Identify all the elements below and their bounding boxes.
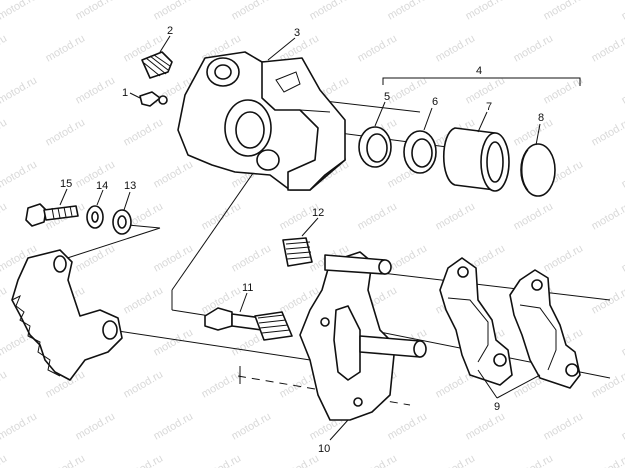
watermark-text: motod.ru <box>512 200 556 232</box>
watermark-text: motod.ru <box>0 284 9 316</box>
callout-6: 6 <box>432 96 438 108</box>
piston <box>444 128 509 191</box>
watermark-text: motod.ru <box>590 368 625 400</box>
watermark-text: motod.ru <box>512 116 556 148</box>
watermark-text: motod.ru <box>512 32 556 64</box>
callout-4: 4 <box>476 65 482 77</box>
watermark-text: motod.ru <box>386 74 430 106</box>
watermark-text: motod.ru <box>0 452 9 468</box>
callout-1: 1 <box>122 87 128 99</box>
callout-12: 12 <box>312 207 324 219</box>
watermark-text: motod.ru <box>542 0 586 23</box>
piston-seal-outer <box>359 127 391 167</box>
callout-8: 8 <box>538 112 544 124</box>
watermark-text: motod.ru <box>152 242 196 274</box>
watermark-text: motod.ru <box>542 74 586 106</box>
callout-13: 13 <box>124 180 136 192</box>
callout-7: 7 <box>486 101 492 113</box>
watermark-text: motod.ru <box>356 200 400 232</box>
watermark-text: motod.ru <box>0 158 39 190</box>
callout-10: 10 <box>318 443 330 455</box>
watermark-text: motod.ru <box>152 410 196 442</box>
watermark-text: motod.ru <box>620 326 625 358</box>
watermark-text: motod.ru <box>356 32 400 64</box>
callout-3: 3 <box>294 27 300 39</box>
watermark-text: motod.ru <box>590 32 625 64</box>
watermark-text: motod.ru <box>230 410 274 442</box>
watermark-text: motod.ru <box>386 0 430 23</box>
watermark-text: motod.ru <box>152 326 196 358</box>
watermark-text: motod.ru <box>386 410 430 442</box>
watermark-text: motod.ru <box>152 158 196 190</box>
watermark-text: motod.ru <box>200 200 244 232</box>
watermark-text: motod.ru <box>200 452 244 468</box>
piston-seal-inner <box>404 131 436 173</box>
watermark-text: motod.ru <box>74 410 118 442</box>
washer-flat <box>113 210 131 234</box>
watermark-text: motod.ru <box>0 0 39 23</box>
watermark-text: motod.ru <box>74 242 118 274</box>
watermark-text: motod.ru <box>620 0 625 23</box>
watermark-text: motod.ru <box>464 410 508 442</box>
bleeder-screw <box>142 52 172 78</box>
watermark-text: motod.ru <box>356 452 400 468</box>
watermark-text: motod.ru <box>44 116 88 148</box>
watermark-text: motod.ru <box>122 452 166 468</box>
watermark-text: motod.ru <box>590 116 625 148</box>
pin-spring-upper <box>283 238 312 266</box>
callout-5: 5 <box>384 91 390 103</box>
watermark-text: motod.ru <box>434 200 478 232</box>
watermark-text: motod.ru <box>620 242 625 274</box>
watermark-text: motod.ru <box>542 410 586 442</box>
watermark-text: motod.ru <box>122 116 166 148</box>
callout-2: 2 <box>167 25 173 37</box>
watermark-text: motod.ru <box>590 200 625 232</box>
watermark-text: motod.ru <box>512 452 556 468</box>
watermark-text: motod.ru <box>44 452 88 468</box>
dust-boot <box>521 144 555 196</box>
watermark-text: motod.ru <box>74 74 118 106</box>
watermark-text: motod.ru <box>230 242 274 274</box>
watermark-text: motod.ru <box>200 368 244 400</box>
watermark-text: motod.ru <box>464 0 508 23</box>
watermark-text: motod.ru <box>386 242 430 274</box>
callout-14: 14 <box>96 180 108 192</box>
slide-pin <box>205 308 292 340</box>
watermark-text: motod.ru <box>0 116 9 148</box>
watermark-text: motod.ru <box>434 32 478 64</box>
watermark-text: motod.ru <box>0 368 9 400</box>
watermark-text: motod.ru <box>44 32 88 64</box>
watermark-text: motod.ru <box>0 74 39 106</box>
watermark-text: motod.ru <box>0 200 9 232</box>
watermark-text: motod.ru <box>122 368 166 400</box>
watermark-text: motod.ru <box>590 284 625 316</box>
brake-pad-inner <box>440 258 512 385</box>
washer-spring <box>87 206 103 228</box>
watermark-text: motod.ru <box>620 158 625 190</box>
watermark-text: motod.ru <box>0 32 9 64</box>
watermark-text: motod.ru <box>122 284 166 316</box>
watermark-text: motod.ru <box>620 74 625 106</box>
watermark-text: motod.ru <box>590 452 625 468</box>
callout-11: 11 <box>242 282 253 294</box>
callout-9: 9 <box>494 401 500 413</box>
callout-15: 15 <box>60 178 72 190</box>
brake-pad-outer <box>510 270 580 388</box>
watermark-text: motod.ru <box>308 0 352 23</box>
fork-leg-mount <box>12 250 122 380</box>
watermark-text: motod.ru <box>542 242 586 274</box>
watermark-text: motod.ru <box>620 410 625 442</box>
watermark-text: motod.ru <box>230 0 274 23</box>
caliper-body <box>178 52 345 190</box>
watermark-text: motod.ru <box>74 0 118 23</box>
watermark-text: motod.ru <box>278 452 322 468</box>
watermark-text: motod.ru <box>0 410 39 442</box>
watermark-text: motod.ru <box>434 452 478 468</box>
watermark-text: motod.ru <box>152 0 196 23</box>
